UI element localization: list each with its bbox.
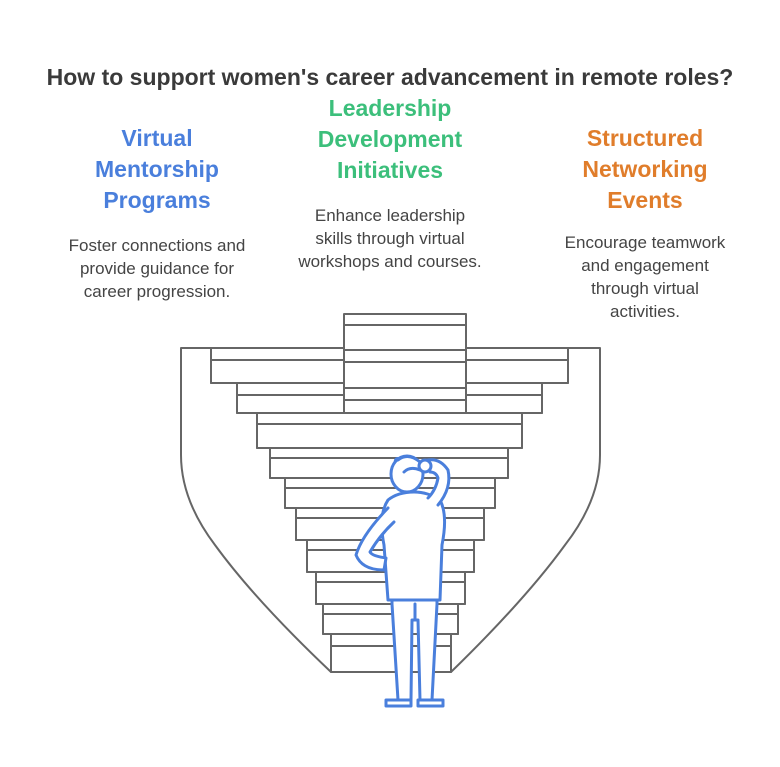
option-description: Foster connections and provide guidance … bbox=[40, 234, 274, 303]
step bbox=[256, 412, 523, 449]
description-line: career progression. bbox=[83, 282, 231, 301]
tower-block bbox=[343, 313, 467, 415]
heading-line: Mentorship bbox=[95, 156, 219, 182]
page-title: How to support women's career advancemen… bbox=[46, 64, 734, 90]
person-left-arm bbox=[354, 506, 396, 572]
step bbox=[269, 447, 509, 479]
description-line: Foster connections and bbox=[68, 236, 246, 255]
option-description: Encourage teamwork and engagement throug… bbox=[532, 231, 758, 323]
description-line: through virtual bbox=[591, 279, 699, 298]
person-figure bbox=[354, 454, 451, 708]
person-torso bbox=[380, 490, 447, 602]
description-line: Encourage teamwork bbox=[564, 233, 726, 252]
step-right-top bbox=[465, 347, 569, 384]
option-description: Enhance leadership skills through virtua… bbox=[278, 204, 502, 273]
description-line: activities. bbox=[610, 302, 680, 321]
option-heading: Virtual Mentorship Programs bbox=[40, 123, 274, 216]
description-line: and engagement bbox=[581, 256, 709, 275]
step-right-second bbox=[465, 382, 543, 414]
heading-line: Development bbox=[317, 126, 463, 152]
heading-line: Virtual bbox=[121, 125, 193, 151]
heading-line: Events bbox=[607, 187, 683, 213]
description-line: provide guidance for bbox=[79, 259, 235, 278]
option-heading: Leadership Development Initiatives bbox=[278, 93, 502, 186]
heading-line: Programs bbox=[103, 187, 211, 213]
description-line: Enhance leadership bbox=[314, 206, 466, 225]
staircase-illustration bbox=[180, 313, 601, 673]
description-line: workshops and courses. bbox=[298, 252, 482, 271]
step-left-second bbox=[236, 382, 345, 414]
description-line: skills through virtual bbox=[315, 229, 465, 248]
option-heading: Structured Networking Events bbox=[532, 123, 758, 216]
heading-line: Structured bbox=[586, 125, 704, 151]
heading-line: Initiatives bbox=[336, 157, 444, 183]
heading-line: Networking bbox=[582, 156, 708, 182]
heading-line: Leadership bbox=[328, 95, 452, 121]
step-left-top bbox=[210, 347, 345, 384]
